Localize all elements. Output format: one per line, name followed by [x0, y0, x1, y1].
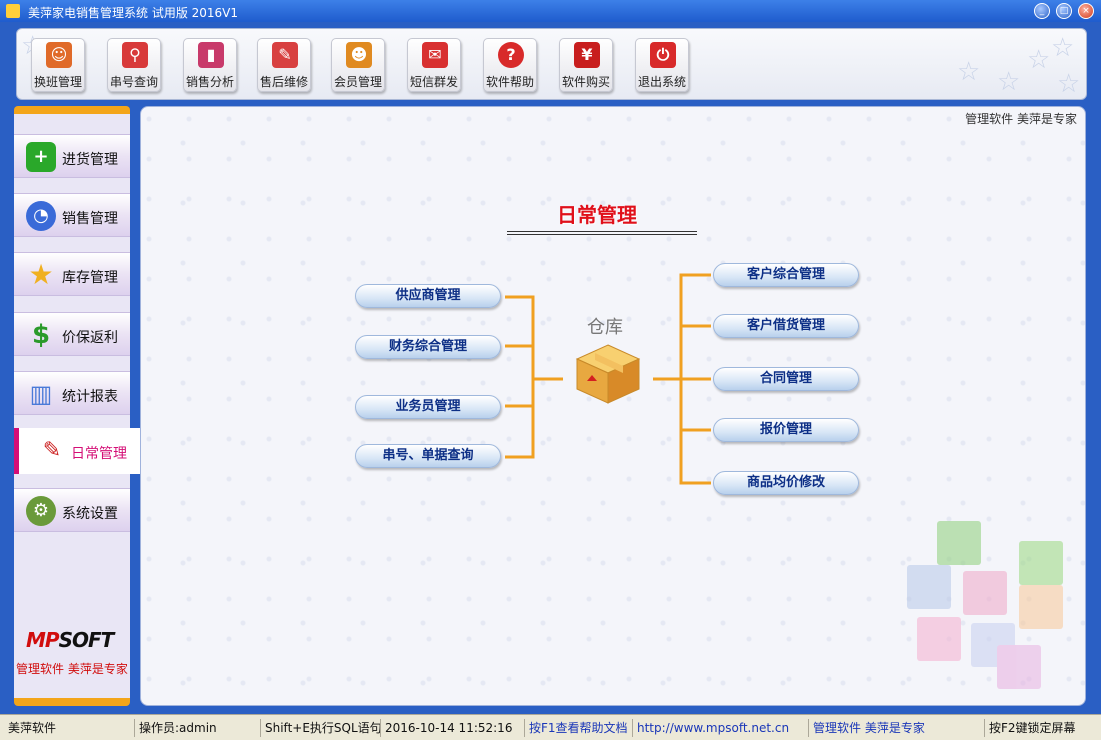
main-panel: 管理软件 美萍是专家 日常管理 供应商管理 财务综合管理 业务员管理 串号、单据… [140, 106, 1086, 706]
status-operator: 操作员:admin [134, 719, 217, 737]
sidebar-item-price-protection[interactable]: $ 价保返利 [14, 312, 130, 356]
sidebar-item-inventory[interactable]: ★ 库存管理 [14, 252, 130, 296]
app-icon [6, 4, 20, 18]
average-price-edit-button[interactable]: 商品均价修改 [713, 471, 859, 495]
software-help-button[interactable]: ? 软件帮助 [483, 38, 537, 92]
bar-chart-icon: ▮ [198, 42, 224, 68]
exit-system-button[interactable]: ⏻ 退出系统 [635, 38, 689, 92]
sms-broadcast-button[interactable]: ✉ 短信群发 [407, 38, 461, 92]
supplier-management-button[interactable]: 供应商管理 [355, 284, 501, 308]
gear-icon: ⚙ [26, 496, 56, 526]
toolbar: ☆ ☆ ☆ ☆ ☆ ☆ ☺ 换班管理 ⚲ 串号查询 ▮ 销售分析 ✎ 售后维修 … [16, 28, 1087, 100]
decorative-cubes [907, 521, 1067, 691]
title-bar: 美萍家电销售管理系统 试用版 2016V1 _ □ × [0, 0, 1101, 22]
status-app-name: 美萍软件 [8, 721, 57, 735]
sidebar-item-purchase[interactable]: + 进货管理 [14, 134, 130, 178]
finance-management-button[interactable]: 财务综合管理 [355, 335, 501, 359]
help-link[interactable]: 按F1查看帮助文档 [524, 719, 628, 737]
sidebar: + 进货管理 ◔ 销售管理 ★ 库存管理 $ 价保返利 ▥ 统计报表 ✎ 日常管… [14, 106, 140, 706]
plus-icon: + [26, 142, 56, 172]
sidebar-slogan: 管理软件 美萍是专家 [16, 662, 128, 676]
contract-management-button[interactable]: 合同管理 [713, 367, 859, 391]
quotation-management-button[interactable]: 报价管理 [713, 418, 859, 442]
brush-icon: ✎ [42, 438, 62, 463]
sidebar-item-daily-management[interactable]: ✎ 日常管理 [14, 428, 140, 474]
help-icon: ? [498, 42, 524, 68]
dollar-icon: $ [31, 320, 51, 350]
power-icon: ⏻ [650, 42, 676, 68]
yen-icon: ¥ [574, 42, 600, 68]
warehouse-label: 仓库 [587, 317, 623, 338]
client-area: ☆ ☆ ☆ ☆ ☆ ☆ ☺ 换班管理 ⚲ 串号查询 ▮ 销售分析 ✎ 售后维修 … [4, 22, 1097, 714]
page-title: 日常管理 [557, 203, 637, 227]
title-underline [507, 231, 697, 232]
connector-lines [505, 273, 711, 485]
sidebar-bottom-border [14, 698, 130, 706]
minimize-button[interactable]: _ [1034, 3, 1050, 19]
salesperson-management-button[interactable]: 业务员管理 [355, 395, 501, 419]
close-button[interactable]: × [1078, 3, 1094, 19]
customer-management-button[interactable]: 客户综合管理 [713, 263, 859, 287]
sidebar-panel-lower: ⚙ 系统设置 MPSOFT 管理软件 美萍是专家 [14, 474, 130, 702]
magnifier-icon: ⚲ [122, 42, 148, 68]
serial-query-button[interactable]: ⚲ 串号查询 [107, 38, 161, 92]
stats-icon: ▥ [29, 380, 53, 408]
status-lock-hint: 按F2键锁定屏幕 [984, 719, 1076, 737]
user-switch-icon: ☺ [46, 42, 72, 68]
sidebar-item-sales[interactable]: ◔ 销售管理 [14, 193, 130, 237]
envelope-icon: ✉ [422, 42, 448, 68]
top-slogan: 管理软件 美萍是专家 [965, 112, 1077, 126]
shift-management-button[interactable]: ☺ 换班管理 [31, 38, 85, 92]
member-management-button[interactable]: ☻ 会员管理 [331, 38, 385, 92]
sidebar-top-border [14, 106, 130, 114]
sidebar-panel: + 进货管理 ◔ 销售管理 ★ 库存管理 $ 价保返利 ▥ 统计报表 [14, 114, 130, 428]
after-sales-repair-button[interactable]: ✎ 售后维修 [257, 38, 311, 92]
wrench-icon: ✎ [272, 42, 298, 68]
mpsoft-logo: MPSOFT [26, 628, 114, 652]
sidebar-item-settings[interactable]: ⚙ 系统设置 [14, 488, 130, 532]
maximize-button[interactable]: □ [1056, 3, 1072, 19]
star-decoration-icon: ☆ [1051, 33, 1075, 63]
status-bar: 美萍软件 操作员:admin Shift+E执行SQL语句 2016-10-14… [0, 714, 1101, 740]
status-slogan: 管理软件 美萍是专家 [808, 719, 925, 737]
status-sql-hint: Shift+E执行SQL语句 [260, 719, 382, 737]
star-decoration-icon: ☆ [957, 57, 981, 87]
star-icon: ★ [28, 258, 54, 291]
customer-borrowing-button[interactable]: 客户借货管理 [713, 314, 859, 338]
sidebar-item-statistics[interactable]: ▥ 统计报表 [14, 371, 130, 415]
star-decoration-icon: ☆ [1027, 45, 1051, 75]
star-decoration-icon: ☆ [1057, 69, 1081, 99]
title-underline [507, 234, 697, 235]
star-decoration-icon: ☆ [997, 67, 1021, 97]
software-purchase-button[interactable]: ¥ 软件购买 [559, 38, 613, 92]
window-title: 美萍家电销售管理系统 试用版 2016V1 [28, 6, 239, 20]
status-datetime: 2016-10-14 11:52:16 [380, 719, 512, 737]
pie-chart-icon: ◔ [26, 201, 56, 231]
serial-document-query-button[interactable]: 串号、单据查询 [355, 444, 501, 468]
warehouse-box-icon[interactable] [575, 343, 641, 405]
member-icon: ☻ [346, 42, 372, 68]
sales-analysis-button[interactable]: ▮ 销售分析 [183, 38, 237, 92]
website-link[interactable]: http://www.mpsoft.net.cn [632, 719, 789, 737]
